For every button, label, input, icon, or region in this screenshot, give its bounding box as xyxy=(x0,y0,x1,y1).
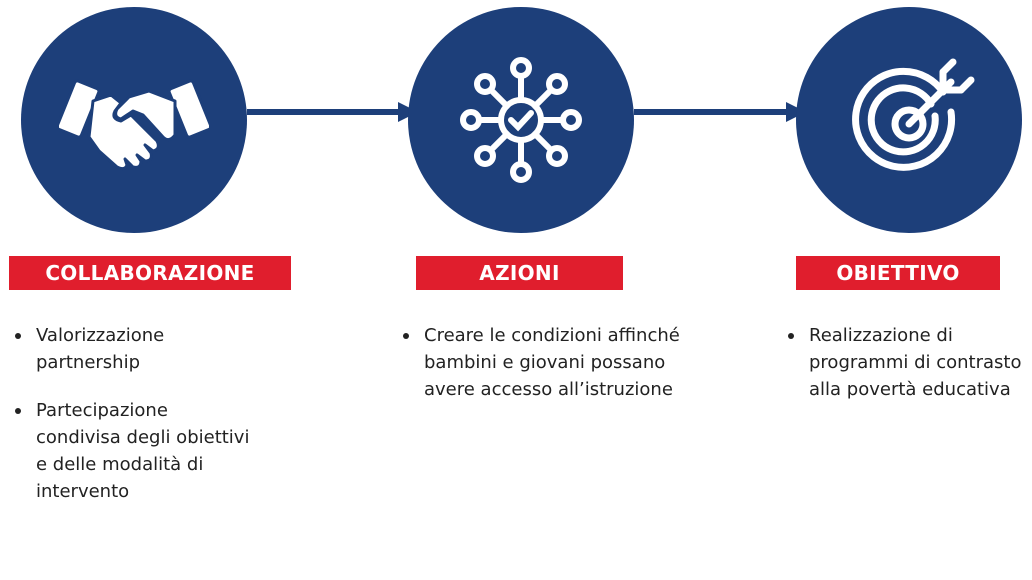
bullet-item: Partecipazione condivisa degli obiettivi… xyxy=(12,397,252,505)
bullet-item: Valorizzazione partnership xyxy=(12,322,252,376)
step-azioni-circle xyxy=(408,7,634,233)
step-collaborazione-circle xyxy=(21,7,247,233)
collaborazione-bullet-list: Valorizzazione partnership Partecipazion… xyxy=(12,322,252,526)
target-icon xyxy=(852,58,975,171)
label-obiettivo: OBIETTIVO xyxy=(796,256,1000,290)
bullet-item: Realizzazione di programmi di contrasto … xyxy=(785,322,1031,403)
step-obiettivo-circle xyxy=(796,7,1022,233)
handshake-icon xyxy=(59,79,209,171)
label-azioni: AZIONI xyxy=(416,256,623,290)
network-check-icon xyxy=(460,57,582,183)
arrow-azioni-to-obiettivo xyxy=(634,102,806,122)
label-collaborazione: COLLABORAZIONE xyxy=(9,256,291,290)
arrow-collaborazione-to-azioni xyxy=(247,102,418,122)
azioni-bullet-list: Creare le condizioni affinché bambini e … xyxy=(400,322,700,424)
obiettivo-bullet-list: Realizzazione di programmi di contrasto … xyxy=(785,322,1031,424)
bullet-item: Creare le condizioni affinché bambini e … xyxy=(400,322,700,403)
